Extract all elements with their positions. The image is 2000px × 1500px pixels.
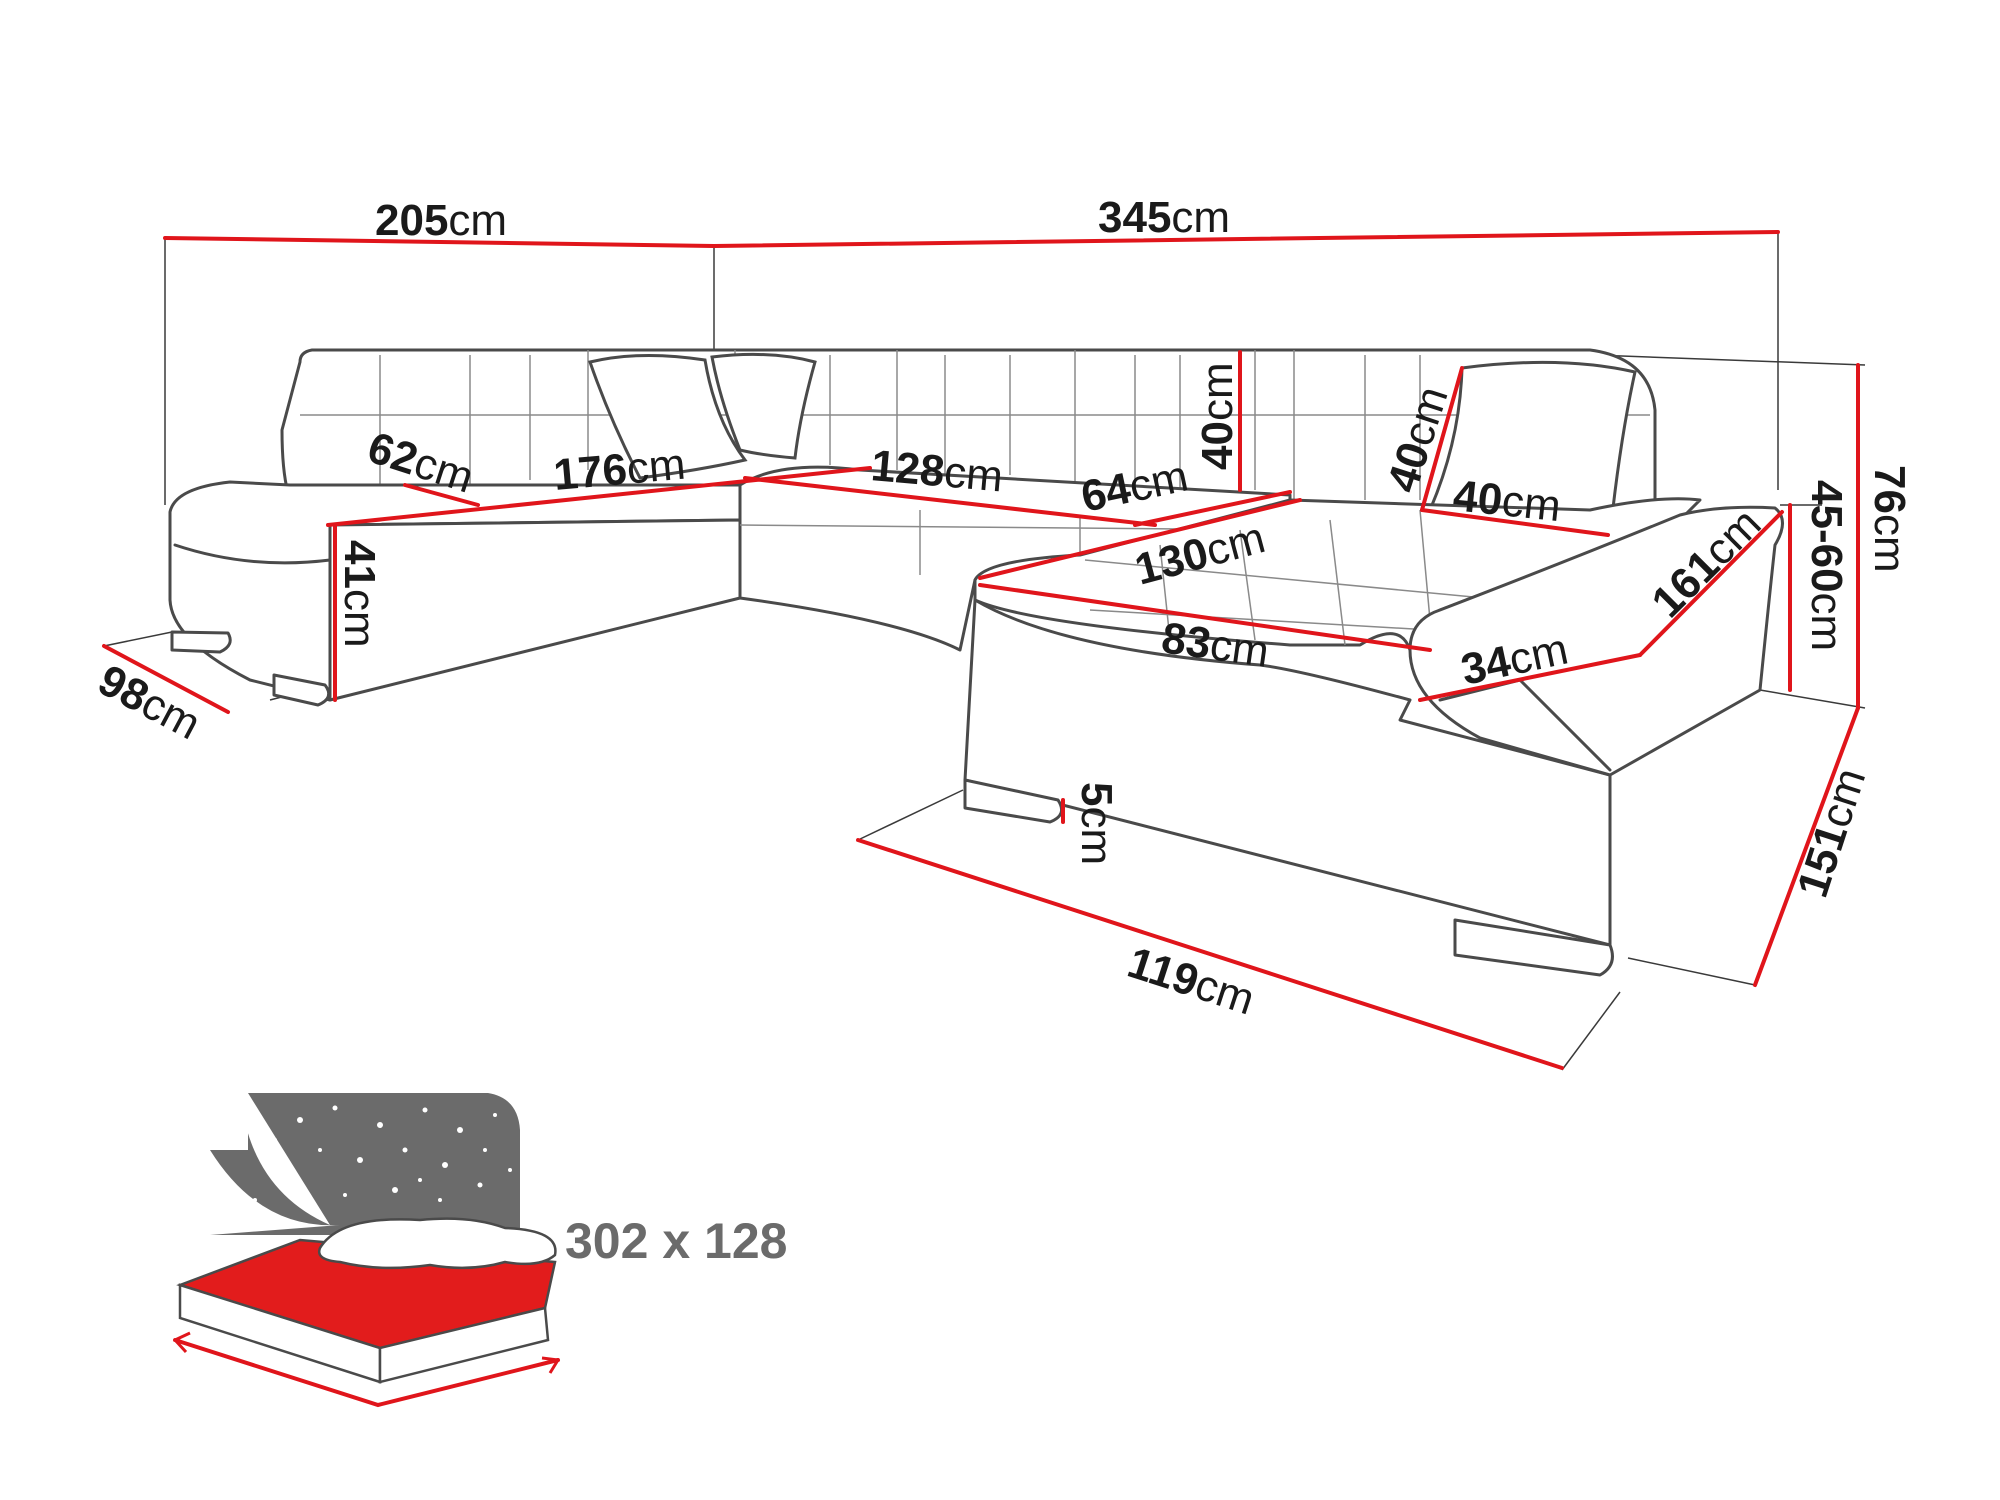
line-seat-depth-left <box>403 483 480 507</box>
label-seat-width-left: 176cm <box>552 440 688 500</box>
label-total-height: 76cm <box>1865 465 1914 573</box>
extension-lines <box>103 232 1866 1071</box>
star-icons <box>253 1105 512 1202</box>
leg-chaise-front <box>963 778 1064 824</box>
chaise-quilting <box>1084 509 1506 646</box>
label-armrest-width: 34cm <box>1457 624 1572 694</box>
bed-function-icon: 302 x 128 <box>173 1093 787 1408</box>
leg-chaise-corner <box>1453 918 1614 977</box>
line-armrest-length <box>1638 510 1784 657</box>
label-chaise-depth: 83cm <box>1159 613 1272 676</box>
line-width-total <box>712 230 1780 248</box>
pillow-1 <box>588 353 748 480</box>
left-front <box>328 518 742 702</box>
label-armrest-height: 45-60cm <box>1802 480 1851 651</box>
night-sky-icon <box>210 1093 520 1235</box>
measurement-lines <box>102 230 1860 1070</box>
label-seat-depth-middle: 64cm <box>1077 451 1192 521</box>
backrest-quilting <box>300 355 1650 500</box>
label-pillow-width: 40cm <box>1451 471 1563 531</box>
label-leg-height: 5cm <box>1072 782 1121 865</box>
line-width-left <box>163 236 716 248</box>
line-pillow-width <box>1420 508 1610 537</box>
line-seat-width-middle <box>743 476 1157 527</box>
line-seat-width-left <box>326 466 872 527</box>
label-chaise-front: 119cm <box>1122 938 1260 1025</box>
label-seat-width-middle: 128cm <box>869 441 1005 501</box>
leg-left <box>170 630 232 654</box>
line-seat-depth-middle <box>1133 490 1292 527</box>
line-chaise-width <box>978 498 1302 580</box>
line-backrest-right <box>1420 366 1464 512</box>
label-width-total: 345cm <box>1098 193 1230 242</box>
line-chaise-length <box>1753 706 1860 987</box>
middle-seat <box>738 465 1292 652</box>
pillow-2 <box>710 352 817 460</box>
label-backrest-middle: 40cm <box>1193 362 1242 470</box>
armrest <box>1408 505 1784 777</box>
mattress-side-right <box>378 1306 550 1384</box>
dimension-labels: 205cm 345cm 62cm 176cm 128cm 64cm 40cm 4… <box>90 193 1914 1025</box>
line-depth-left <box>102 644 230 714</box>
bed-pillow-icon <box>317 1217 557 1270</box>
line-armrest-width <box>1418 653 1642 702</box>
label-seat-height: 41cm <box>335 540 384 648</box>
bed-size-label: 302 x 128 <box>565 1213 787 1269</box>
bed-length-arrow <box>173 1338 560 1408</box>
label-width-left: 205cm <box>375 196 507 245</box>
line-chaise-depth <box>978 583 1432 652</box>
label-chaise-length: 151cm <box>1788 762 1875 903</box>
line-chaise-front <box>856 838 1564 1070</box>
leg-mid <box>272 673 331 707</box>
